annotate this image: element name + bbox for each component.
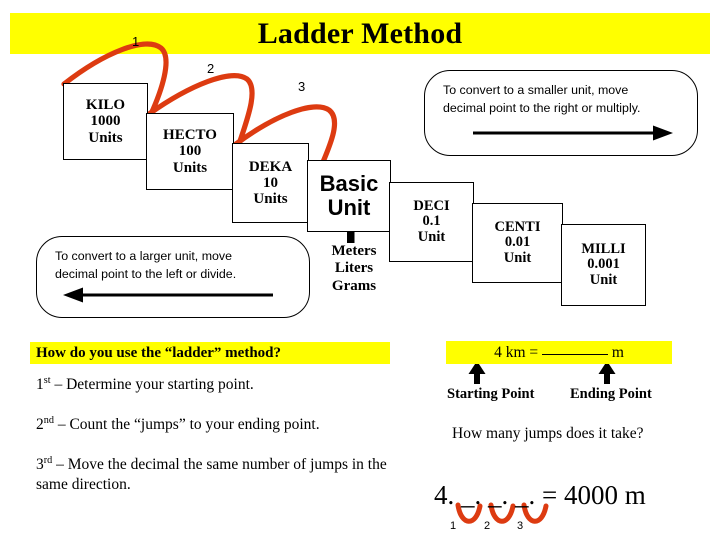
ladder-box-basic-unit: Basic Unit bbox=[307, 160, 391, 232]
callout-smaller-line1: To convert to a smaller unit, move bbox=[443, 83, 629, 97]
ladder-box-deci-unit: Unit bbox=[417, 228, 446, 245]
instruction-step-2-text: – Count the “jumps” to your ending point… bbox=[53, 416, 320, 434]
basic-unit-example-meters: Meters bbox=[331, 243, 377, 259]
ladder-box-milli-name: MILLI bbox=[581, 240, 626, 257]
ladder-box-milli-value: 0.001 bbox=[587, 256, 620, 273]
callout-larger-line1: To convert to a larger unit, move bbox=[55, 249, 232, 263]
ladder-box-centi-value: 0.01 bbox=[504, 234, 531, 251]
ladder-box-centi-name: CENTI bbox=[494, 218, 541, 235]
ladder-box-deka-name: DEKA bbox=[248, 158, 293, 175]
basic-unit-examples: Meters Liters Grams bbox=[312, 243, 396, 295]
jump-label-2: 2 bbox=[207, 61, 215, 76]
instruction-step-2-suffix: nd bbox=[43, 415, 54, 426]
example-equation: 4 km = m bbox=[446, 342, 672, 363]
ladder-box-deka: DEKA 10 Units bbox=[232, 143, 309, 223]
ladder-box-kilo-value: 1000 bbox=[90, 113, 121, 130]
starting-point-arrow bbox=[468, 361, 486, 384]
ladder-box-basic-name: Basic bbox=[319, 171, 379, 197]
instructions-highlight-bar bbox=[30, 342, 390, 364]
instruction-step-3-suffix: rd bbox=[43, 455, 53, 466]
callout-convert-smaller: To convert to a smaller unit, move decim… bbox=[424, 70, 698, 156]
decimal-jump-arc-2 bbox=[488, 502, 516, 524]
instruction-step-2-ordinal: 2 bbox=[36, 416, 44, 434]
ladder-box-centi: CENTI 0.01 Unit bbox=[472, 203, 563, 283]
instruction-step-1-ordinal: 1 bbox=[36, 376, 44, 394]
jump-arc-3 bbox=[233, 104, 338, 165]
ladder-box-milli-unit: Unit bbox=[589, 271, 618, 288]
ladder-box-deci-value: 0.1 bbox=[422, 213, 441, 230]
decimal-jump-arc-1 bbox=[455, 502, 483, 524]
jump-arc-1 bbox=[61, 41, 169, 117]
ladder-box-milli: MILLI 0.001 Unit bbox=[561, 224, 646, 306]
ladder-box-hecto-unit: Units bbox=[172, 159, 208, 176]
callout-convert-smaller-text: To convert to a smaller unit, move decim… bbox=[443, 82, 687, 117]
ladder-box-centi-unit: Unit bbox=[503, 249, 532, 266]
example-blank-line bbox=[542, 354, 608, 355]
example-question: How many jumps does it take? bbox=[452, 425, 644, 442]
arrow-left-icon bbox=[57, 287, 291, 303]
decimal-expression: 4. _. _. _. = 4000 m bbox=[434, 480, 646, 510]
basic-unit-example-grams: Grams bbox=[331, 277, 377, 294]
instruction-step-2: 2nd – Count the “jumps” to your ending p… bbox=[36, 415, 416, 435]
ending-point-arrow bbox=[598, 361, 616, 384]
jump-label-3: 3 bbox=[298, 79, 306, 94]
instruction-step-1: 1st – Determine your starting point. bbox=[36, 375, 396, 395]
decimal-jump-arc-3 bbox=[521, 502, 549, 524]
instruction-step-1-text: – Determine your starting point. bbox=[50, 376, 254, 394]
starting-point-label: Starting Point bbox=[447, 386, 535, 402]
ladder-box-basic-value: Unit bbox=[327, 195, 371, 220]
example-highlight-bar bbox=[446, 341, 672, 364]
decimal-jump-label-2: 2 bbox=[484, 520, 491, 532]
callout-larger-line2: decimal point to the left or divide. bbox=[55, 266, 237, 281]
ladder-box-hecto: HECTO 100 Units bbox=[146, 113, 234, 190]
ladder-box-deci-name: DECI bbox=[413, 197, 450, 214]
ending-point-label: Ending Point bbox=[570, 386, 652, 402]
arrow-right-icon bbox=[445, 125, 679, 141]
instruction-step-1-suffix: st bbox=[43, 375, 51, 386]
basic-unit-example-liters: Liters bbox=[334, 260, 374, 277]
jump-label-1: 1 bbox=[132, 34, 140, 49]
ladder-box-kilo-name: KILO bbox=[85, 97, 126, 114]
ladder-box-kilo-unit: Units bbox=[88, 129, 123, 146]
page-title: Ladder Method bbox=[257, 17, 463, 50]
decimal-jump-label-1: 1 bbox=[450, 520, 457, 532]
decimal-jump-label-3: 3 bbox=[517, 520, 524, 532]
instructions-heading: How do you use the “ladder” method? bbox=[36, 345, 282, 361]
callout-convert-larger: To convert to a larger unit, move decima… bbox=[36, 236, 310, 318]
jump-arc-2 bbox=[146, 73, 255, 147]
example-equation-left: 4 km = bbox=[494, 344, 542, 361]
callout-smaller-line2: decimal point to the right or multiply. bbox=[443, 100, 641, 115]
ladder-box-deka-value: 10 bbox=[263, 174, 278, 191]
ladder-box-deci: DECI 0.1 Unit bbox=[389, 182, 474, 262]
instruction-step-3-ordinal: 3 bbox=[36, 456, 44, 474]
ladder-box-deka-unit: Units bbox=[253, 191, 288, 208]
instruction-step-3: 3rd – Move the decimal the same number o… bbox=[36, 455, 396, 494]
example-equation-right: m bbox=[608, 344, 624, 361]
ladder-box-hecto-value: 100 bbox=[178, 143, 202, 160]
callout-convert-larger-text: To convert to a larger unit, move decima… bbox=[55, 248, 299, 283]
ladder-box-kilo: KILO 1000 Units bbox=[63, 83, 148, 160]
ladder-box-hecto-name: HECTO bbox=[163, 127, 217, 144]
instruction-step-3-text: – Move the decimal the same number of ju… bbox=[36, 456, 387, 493]
